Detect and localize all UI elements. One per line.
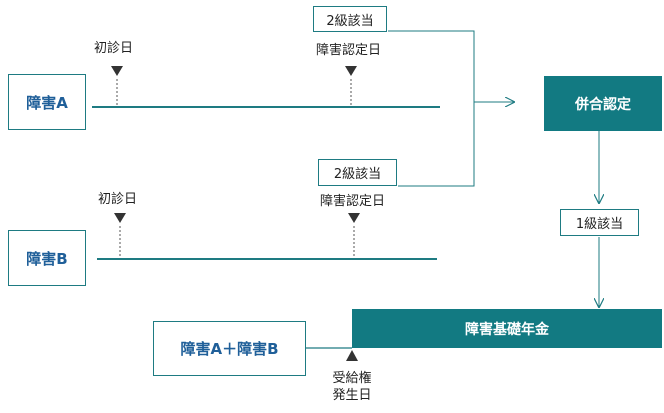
- grade-badge-combined: 1級該当: [560, 209, 639, 236]
- basic-pension-bar: 障害基礎年金: [352, 309, 662, 348]
- entitlement-line-2: 発生日: [332, 388, 372, 403]
- grade-badge-b-label: 2級該当: [333, 167, 382, 182]
- bracket: [388, 30, 475, 187]
- first-visit-a-label: 初診日: [94, 41, 134, 56]
- combined-disability-box: 障害A＋障害B: [153, 321, 306, 376]
- entitlement-marker: [346, 350, 358, 361]
- grade-badge-a: 2級該当: [313, 6, 387, 32]
- cert-date-b-marker: [348, 213, 360, 223]
- first-visit-b-marker: [114, 213, 126, 223]
- cert-date-a-marker: [345, 66, 357, 76]
- grade-badge-a-label: 2級該当: [326, 13, 374, 29]
- disability-b-box: 障害B: [8, 230, 86, 286]
- disability-a-box: 障害A: [8, 74, 86, 130]
- disability-a-label: 障害A: [26, 93, 68, 112]
- entitlement-date-label: 受給権 発生日: [327, 370, 377, 404]
- combined-disability-label: 障害A＋障害B: [180, 340, 279, 358]
- combined-certification-box: 併合認定: [544, 76, 662, 131]
- disability-b-label: 障害B: [26, 249, 68, 268]
- grade-badge-b: 2級該当: [318, 159, 397, 186]
- entitlement-line-1: 受給権: [332, 371, 372, 386]
- combined-certification-label: 併合認定: [575, 96, 631, 113]
- cert-date-a-label: 障害認定日: [316, 43, 382, 58]
- cert-date-b-label: 障害認定日: [320, 194, 386, 209]
- grade-badge-combined-label: 1級該当: [575, 217, 624, 232]
- first-visit-a-marker: [111, 66, 123, 76]
- basic-pension-label: 障害基礎年金: [465, 321, 549, 338]
- first-visit-b-label: 初診日: [98, 192, 138, 207]
